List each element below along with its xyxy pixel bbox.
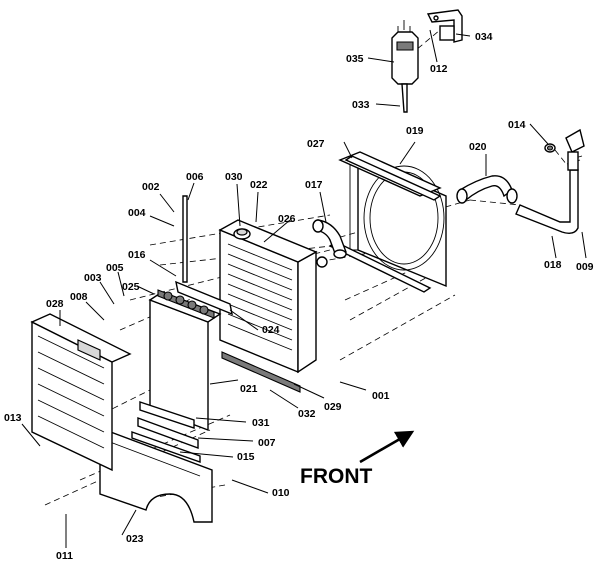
hose-clamp-014 [544, 143, 556, 153]
callout-023: 023 [126, 533, 144, 545]
callout-019: 019 [406, 125, 424, 137]
bottom-strip-032 [221, 351, 301, 393]
callout-017: 017 [305, 179, 323, 191]
seal-strip-027 [344, 155, 442, 201]
callout-002: 002 [142, 181, 160, 193]
callout-001: 001 [372, 390, 390, 402]
callout-025: 025 [122, 281, 140, 293]
callout-032: 032 [298, 408, 316, 420]
callout-013: 013 [4, 412, 22, 424]
callout-016: 016 [128, 249, 146, 261]
callout-020: 020 [469, 141, 487, 153]
callout-011: 011 [56, 550, 73, 562]
callout-010: 010 [272, 487, 290, 499]
radiator-core-026 [218, 219, 318, 374]
callout-009: 009 [576, 261, 594, 273]
callout-labels: 034 035 012 033 014 027 019 020 030 006 … [4, 31, 594, 562]
callout-026: 026 [278, 213, 296, 225]
front-indicator: FRONT [300, 430, 415, 488]
coolant-reservoir-035 [391, 20, 419, 113]
fan-shroud-019 [338, 151, 447, 288]
callout-008: 008 [70, 291, 88, 303]
callout-003: 003 [84, 272, 102, 284]
callout-028: 028 [46, 298, 64, 310]
callout-029: 029 [324, 401, 342, 413]
callout-018: 018 [544, 259, 562, 271]
mount-brackets [131, 401, 201, 463]
callout-012: 012 [430, 63, 448, 75]
callout-031: 031 [252, 417, 270, 429]
lower-panel-023 [99, 426, 213, 523]
callout-024: 024 [262, 324, 280, 336]
support-rod-006 [182, 195, 188, 283]
callout-005: 005 [106, 262, 124, 274]
front-grille-028 [30, 313, 132, 472]
callout-007: 007 [258, 437, 276, 449]
side-panel-021 [148, 289, 222, 432]
callout-034: 034 [475, 31, 493, 43]
callout-027: 027 [307, 138, 325, 150]
callout-030: 030 [225, 171, 243, 183]
callout-006: 006 [186, 171, 204, 183]
callout-022: 022 [250, 179, 268, 191]
overflow-bracket-034 [426, 9, 463, 43]
upper-bracket-024 [175, 280, 233, 316]
front-label: FRONT [300, 465, 372, 488]
upper-hose-020 [456, 175, 518, 204]
callout-014: 014 [508, 119, 526, 131]
hose-elbow-017 [312, 219, 347, 268]
lower-tube-018 [515, 128, 585, 235]
callout-004: 004 [128, 207, 146, 219]
callout-015: 015 [237, 451, 255, 463]
callout-033: 033 [352, 99, 370, 111]
leader-lines [21, 29, 587, 548]
callout-035: 035 [346, 53, 364, 65]
callout-021: 021 [240, 383, 258, 395]
